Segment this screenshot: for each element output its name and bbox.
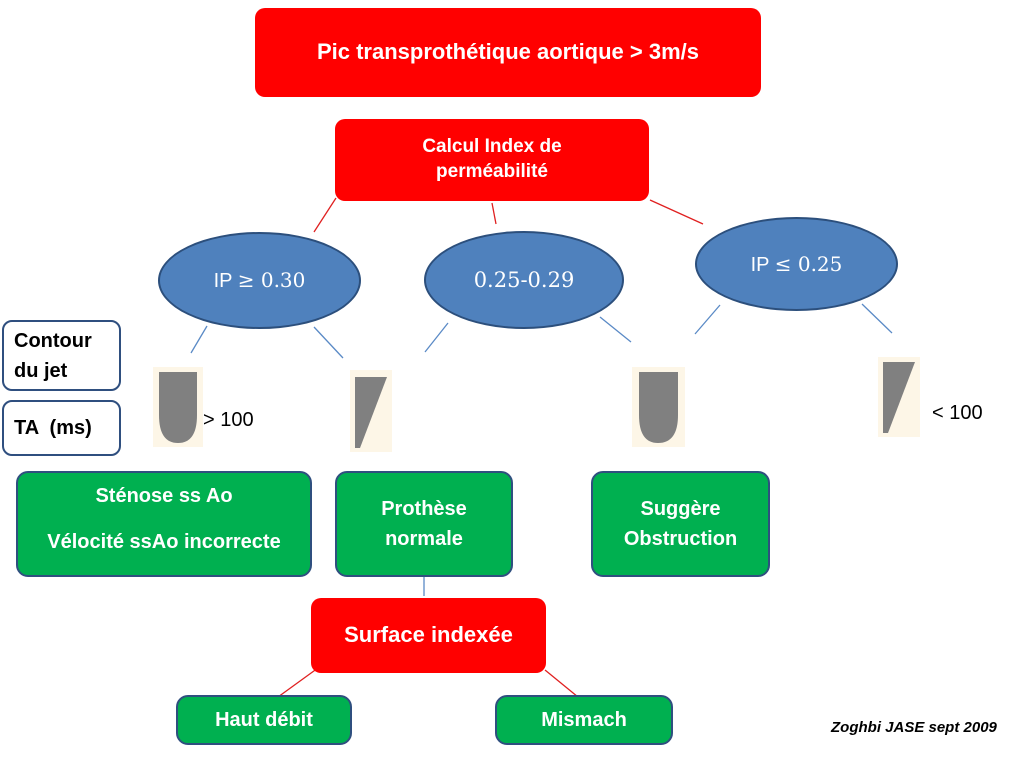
connector-middle-ellipse-to-jet3	[599, 316, 632, 343]
outcome-stenose-line2: Vélocité ssAo incorrecte	[47, 531, 281, 553]
connector-surface-to-mismach	[544, 669, 579, 698]
ellipse-ip-low: IP ≤ 0.25	[695, 217, 898, 311]
jet-2-shape	[355, 377, 387, 448]
title-text: Pic transprothétique aortique > 3m/s	[316, 39, 700, 65]
ellipse-ip-high-value: 0.30	[254, 268, 306, 292]
connector-calc-to-right-ellipse	[649, 199, 704, 225]
jet-4-shape	[883, 362, 915, 433]
calc-index-box: Calcul Index de perméabilité	[335, 119, 649, 201]
jet-1-shape	[159, 372, 197, 443]
leaf-haut-debit-text: Haut débit	[215, 709, 313, 731]
outcome-normale-box: Prothèse normale	[335, 471, 513, 577]
ta-value-left: > 100	[203, 409, 254, 431]
connector-calc-to-left-ellipse	[313, 197, 337, 233]
connector-right-ellipse-to-jet4	[861, 303, 893, 334]
outcome-stenose-line1: Sténose ss Ao	[95, 485, 233, 507]
jet-contour-rounded-3	[632, 367, 685, 447]
connector-left-ellipse-to-jet1	[190, 325, 208, 354]
ellipse-ip-mid: 0.25-0.29	[424, 231, 624, 329]
contour-label-line2: du jet	[14, 359, 68, 382]
jet-contour-triangular-4	[878, 357, 920, 437]
surface-indexee-text: Surface indexée	[344, 622, 513, 648]
calc-index-line2: perméabilité	[436, 161, 548, 182]
surface-indexee-box: Surface indexée	[311, 598, 546, 673]
jet-contour-triangular-2	[350, 370, 392, 452]
ellipse-ip-low-value: 0.25	[791, 251, 843, 276]
ellipse-ip-low-text: IP ≤ 0.25	[751, 252, 843, 277]
outcome-stenose-box: Sténose ss Ao Vélocité ssAo incorrecte	[16, 471, 312, 577]
ta-label-box: TA (ms)	[2, 400, 121, 456]
calc-index-line1: Calcul Index de	[422, 136, 562, 158]
outcome-obstruction-box: Suggère Obstruction	[591, 471, 770, 577]
ellipse-ip-high-symbol: ≥	[237, 268, 255, 292]
outcome-normale-line1: Prothèse	[381, 498, 467, 520]
outcome-normale-line2: normale	[385, 528, 463, 550]
title-box: Pic transprothétique aortique > 3m/s	[255, 8, 761, 97]
ellipse-ip-high: IP ≥ 0.30	[158, 232, 361, 329]
connector-surface-to-haut-debit	[277, 667, 319, 698]
contour-label-line1: Contour	[14, 329, 92, 352]
ellipse-ip-low-prefix: IP	[750, 253, 775, 276]
connector-right-ellipse-to-jet3	[694, 304, 721, 335]
connector-calc-to-middle-ellipse	[491, 202, 497, 225]
jet-3-shape	[639, 372, 678, 443]
contour-label-box: Contour du jet	[2, 320, 121, 391]
ellipse-ip-mid-text: 0.25-0.29	[473, 268, 575, 292]
leaf-mismach-text: Mismach	[541, 709, 627, 731]
outcome-obstruction-line2: Obstruction	[623, 528, 738, 550]
ellipse-ip-low-symbol: ≤	[774, 251, 792, 276]
jet-contour-rounded-1	[153, 367, 203, 447]
leaf-haut-debit-box: Haut débit	[176, 695, 352, 745]
credit-text: Zoghbi JASE sept 2009	[831, 719, 997, 736]
ellipse-ip-high-text: IP ≥ 0.30	[214, 268, 306, 293]
ellipse-ip-high-prefix: IP	[213, 270, 238, 292]
connector-middle-ellipse-to-jet2	[424, 322, 449, 353]
leaf-mismach-box: Mismach	[495, 695, 673, 745]
connector-left-ellipse-to-jet2	[313, 326, 344, 359]
ta-label-text: TA (ms)	[14, 417, 92, 439]
outcome-obstruction-line1: Suggère	[640, 498, 721, 520]
ta-value-right: < 100	[932, 402, 983, 424]
